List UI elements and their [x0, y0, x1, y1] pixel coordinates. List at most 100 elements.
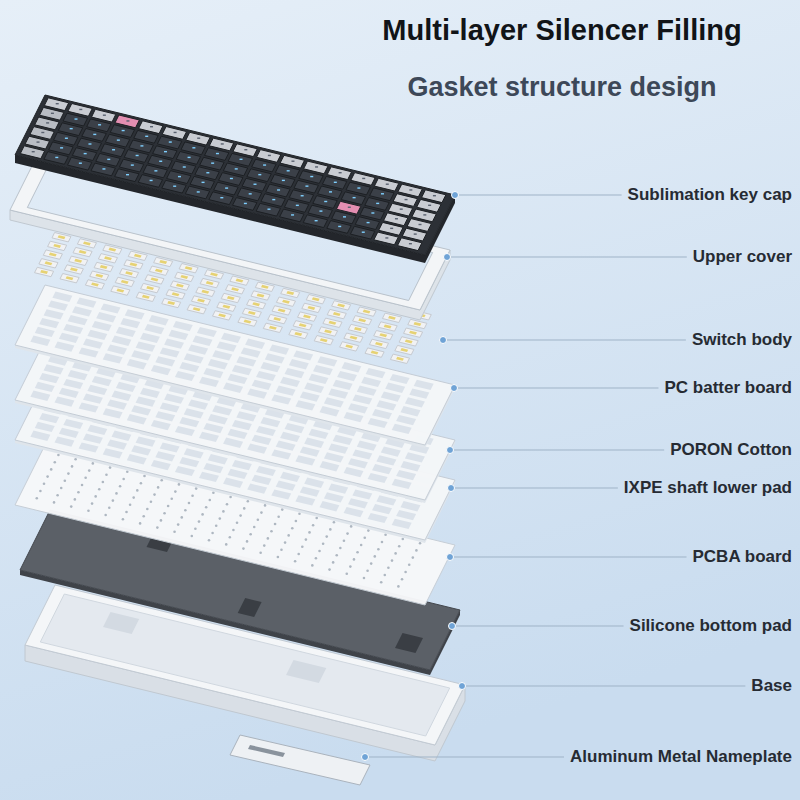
poron-cotton-hole	[199, 432, 219, 442]
switch	[378, 322, 397, 331]
poron-cotton-hole	[295, 455, 315, 465]
leader-line	[450, 450, 664, 451]
pcba-dot	[277, 556, 280, 559]
poron-cotton-hole	[260, 417, 280, 427]
pcba-dot	[384, 574, 387, 577]
pcba-dot	[188, 502, 191, 505]
pc-plate-hole	[44, 309, 64, 319]
pcba-dot	[353, 558, 356, 561]
pcba-dot	[50, 468, 53, 471]
leader-line	[452, 626, 624, 627]
switch-stem	[95, 274, 103, 278]
switch	[162, 298, 181, 307]
keycap-legend-mark	[102, 168, 105, 169]
keycap-legend-mark	[334, 182, 337, 183]
poron-cotton-hole	[223, 438, 243, 448]
pc-plate-hole	[405, 397, 425, 407]
pcba-dot	[67, 472, 70, 475]
pc-plate-hole	[320, 406, 340, 416]
poron-cotton-hole	[285, 423, 305, 433]
leader-dot	[440, 337, 447, 344]
switch	[226, 285, 245, 294]
switch	[69, 256, 88, 265]
switch-stem	[303, 315, 311, 319]
pc-plate-hole	[131, 350, 151, 360]
switch	[340, 342, 359, 351]
ixpe-pad-hole	[328, 484, 348, 494]
ixpe-pad-hole	[39, 413, 59, 423]
keycap-legend-mark	[310, 176, 313, 177]
pcba-dot	[191, 495, 194, 498]
switch	[344, 333, 363, 342]
pc-plate-hole	[149, 315, 169, 325]
switch-stem	[155, 269, 163, 273]
pc-plate-hole	[309, 374, 329, 384]
pcba-dot	[39, 490, 42, 493]
ixpe-pad-hole	[35, 422, 55, 432]
leader-line	[443, 340, 686, 341]
pcba-dot	[163, 512, 166, 515]
keycap-legend-mark	[107, 159, 110, 160]
pcba-dot	[173, 531, 176, 534]
pc-plate-hole	[265, 353, 285, 363]
keycap-legend-mark	[343, 216, 346, 217]
switch	[272, 306, 291, 315]
keycap-legend-mark	[37, 141, 40, 142]
switch	[268, 314, 287, 323]
pcba-dot	[346, 532, 349, 535]
switch	[408, 319, 427, 328]
switch-stem	[180, 275, 188, 279]
ixpe-pad-hole	[228, 469, 248, 479]
ixpe-pad-hole	[30, 431, 50, 441]
keycap-legend-mark	[244, 149, 247, 150]
pc-plate-hole	[324, 397, 344, 407]
poron-cotton-hole	[247, 444, 267, 454]
switch	[302, 303, 321, 312]
pcba-dot	[208, 539, 211, 542]
poron-cotton-hole	[348, 458, 368, 468]
pcba-dot	[366, 570, 369, 573]
pcba-dot	[295, 520, 298, 523]
keycap	[398, 238, 422, 251]
pc-plate-hole	[184, 353, 204, 363]
pcba-dot	[74, 498, 77, 501]
leader-line	[447, 257, 687, 258]
poron-cotton-hole	[175, 426, 195, 436]
keycap	[256, 203, 280, 216]
pc-plate-hole	[83, 339, 103, 349]
pc-plate-hole	[30, 336, 50, 346]
pc-plate-hole	[217, 342, 237, 352]
switch-stem	[117, 289, 125, 293]
pcba-dot	[36, 497, 39, 500]
keycap-legend-mark	[159, 161, 162, 162]
switch-stem	[70, 268, 78, 272]
switch-stem	[142, 295, 150, 299]
pc-plate-hole	[344, 412, 364, 422]
keycap	[280, 209, 304, 222]
pc-plate-hole	[289, 359, 309, 369]
pcba-dot	[132, 496, 135, 499]
keycap-legend-mark	[240, 159, 243, 160]
pcba-dot	[243, 507, 246, 510]
pcba-dot	[294, 560, 297, 563]
keycap-legend-mark	[145, 136, 148, 137]
pcba-dot	[260, 511, 263, 514]
switch	[196, 287, 215, 296]
pcba-dot	[143, 475, 146, 478]
pc-plate-hole	[295, 400, 315, 410]
ixpe-pad-hole	[131, 445, 151, 455]
pcba-dot	[146, 508, 149, 511]
keycap-legend-mark	[390, 228, 393, 229]
keycap-legend-mark	[258, 174, 261, 175]
keycap-legend-mark	[267, 209, 270, 210]
pc-plate-hole	[87, 330, 107, 340]
poron-cotton-hole	[55, 397, 75, 407]
keycap-legend-mark	[70, 128, 73, 129]
pc-plate-hole	[35, 327, 55, 337]
keycap-legend-mark	[339, 172, 342, 173]
pc-plate-hole	[92, 321, 112, 331]
pcba-dot	[215, 525, 218, 528]
leader-dot	[448, 485, 455, 492]
pcba-dot	[125, 511, 128, 514]
ixpe-pad-hole	[199, 472, 219, 482]
